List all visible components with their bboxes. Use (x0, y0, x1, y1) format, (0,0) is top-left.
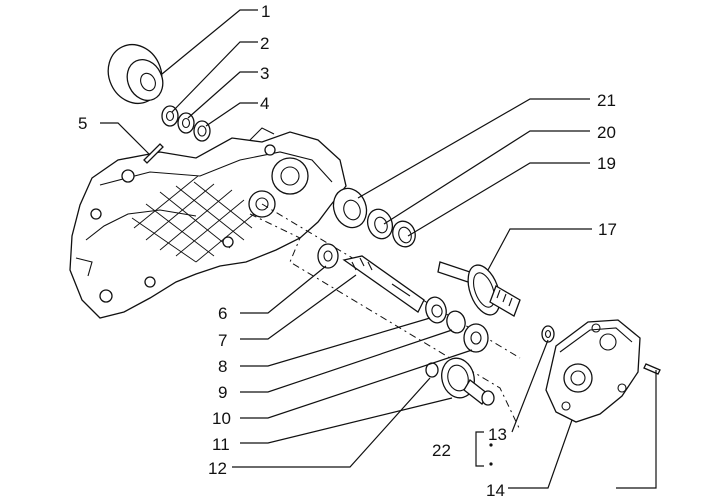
leader-5 (100, 122, 151, 156)
part-13-plug (541, 325, 555, 343)
part-17-gear-shaft (437, 261, 521, 317)
screw (643, 363, 661, 375)
callout-4: 4 (260, 94, 269, 113)
callout-3: 3 (260, 64, 269, 83)
callout-1: 1 (261, 2, 270, 21)
callout-8: 8 (218, 357, 227, 376)
part-5-pin (143, 143, 164, 164)
leader-4 (205, 102, 258, 127)
callout-21: 21 (597, 91, 616, 110)
callout-13: 13 (488, 425, 507, 444)
callout-22: 22 (432, 441, 451, 460)
leader-13 (511, 339, 549, 433)
callout-2: 2 (260, 34, 269, 53)
leader-7 (240, 274, 357, 340)
callout-17: 17 (598, 220, 617, 239)
leader-10 (240, 349, 473, 419)
part-9-seal (446, 310, 466, 334)
callout-9: 9 (218, 383, 227, 402)
leader-14 (508, 419, 573, 489)
part-8-bearing (425, 296, 447, 324)
callout-19: 19 (597, 154, 616, 173)
crankcase-housing (69, 127, 347, 319)
leader-14b (616, 370, 657, 489)
bracket-22-dot-2 (489, 462, 493, 466)
leader-9 (240, 329, 453, 393)
part-2-bearing (161, 105, 179, 127)
callout-20: 20 (597, 123, 616, 142)
part-10-gear (463, 323, 489, 353)
part-19-circlip (392, 220, 416, 248)
part-14-cover (545, 319, 641, 423)
leader-21 (357, 98, 590, 199)
leader-20 (383, 130, 590, 225)
leader-12 (232, 377, 431, 468)
callout-14: 14 (486, 481, 505, 500)
part-20-seal (366, 208, 394, 240)
leader-1 (161, 9, 258, 75)
bracket-22-dot-1 (489, 443, 493, 447)
leader-17 (487, 228, 592, 271)
leader-3 (187, 71, 258, 119)
callout-5: 5 (78, 114, 87, 133)
part-7-shaft (342, 255, 425, 313)
leader-2 (171, 41, 258, 113)
leader-19 (407, 162, 590, 237)
callout-7: 7 (218, 331, 227, 350)
part-12-washer (425, 362, 495, 406)
part-1-pulley (107, 44, 164, 104)
callout-6: 6 (218, 304, 227, 323)
bracket-22 (475, 431, 484, 467)
part-11-gear (441, 357, 489, 405)
callout-11: 11 (212, 435, 230, 454)
part-3-bearing (177, 112, 195, 134)
part-4-washer (193, 120, 211, 142)
leader-8 (240, 317, 431, 367)
leader-6 (240, 265, 327, 314)
leader-11 (240, 397, 453, 444)
callout-10: 10 (212, 409, 231, 428)
part-6-bearing (317, 243, 339, 269)
callout-12: 12 (208, 459, 227, 478)
